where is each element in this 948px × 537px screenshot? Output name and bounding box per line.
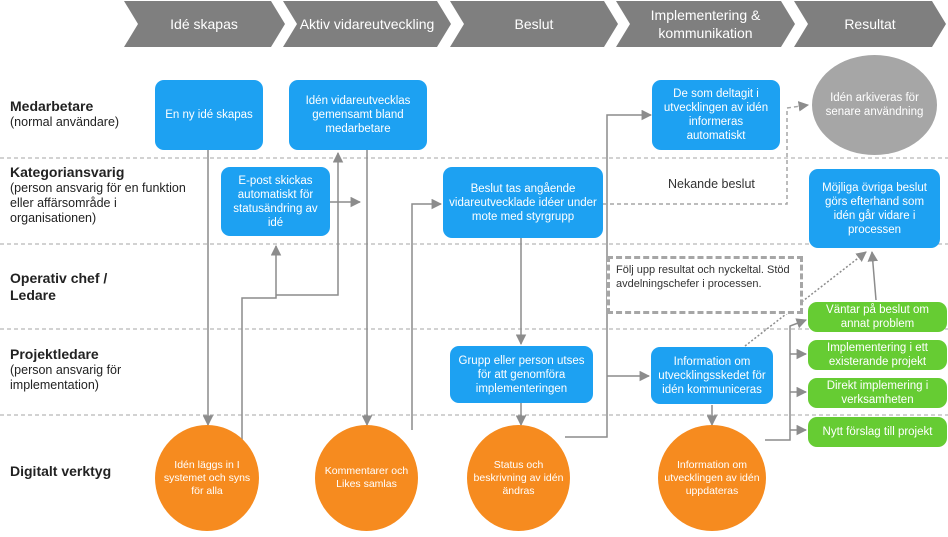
node-epost: E-post skickas automatiskt för statusänd…: [221, 167, 330, 236]
arrow-laggs-in-to-epost: [241, 244, 282, 440]
lane-subtitle: (person ansvarig för en funktion eller a…: [10, 181, 186, 225]
node-nytt-forslag: Nytt förslag till projekt: [808, 417, 947, 447]
phase-label-3: Beslut: [514, 15, 554, 32]
lane-title: Projektledare: [10, 346, 99, 362]
lane-medarbetare: Medarbetare (normal användare): [10, 98, 160, 130]
phase-label-2: Aktiv vidareutveckling: [299, 15, 435, 32]
phase-label-5: Resultat: [844, 15, 896, 32]
node-implementering-ett: Implementering i ett existerande projekt: [808, 340, 947, 370]
lane-title: Medarbetare: [10, 98, 94, 114]
node-kommentarer: Kommentarer och Likes samlas: [315, 425, 418, 531]
node-grupp: Grupp eller person utses för att genomfö…: [450, 346, 593, 403]
note-folj-upp: Följ upp resultat och nyckeltal. Stöd av…: [607, 256, 803, 314]
node-vidareutvecklas: Idén vidareutvecklas gemensamt bland med…: [289, 80, 427, 150]
lane-title: Operativ chef / Ledare: [10, 270, 108, 303]
node-ovriga-beslut: Möjliga övriga beslut görs efterhand som…: [809, 169, 940, 248]
node-info-uppdateras: Information om utvecklingen av idén uppd…: [658, 425, 766, 531]
arrow-nekande-to-arkiveras: [603, 101, 810, 205]
node-vantar: Väntar på beslut om annat problem: [808, 302, 947, 332]
phase-label-1: Idé skapas: [170, 15, 238, 32]
node-informeras: De som deltagit i utvecklingen av idén i…: [652, 80, 780, 150]
lane-kategoriansvarig: Kategoriansvarig (person ansvarig för en…: [10, 164, 200, 226]
node-laggs-in: Idén läggs in I systemet och syns för al…: [155, 425, 259, 531]
arrow-information-to-ovriga: [744, 251, 867, 347]
lane-title: Digitalt verktyg: [10, 463, 112, 479]
node-information: Information om utvecklingsskedet för idé…: [651, 347, 773, 404]
node-beslut: Beslut tas angående vidareutvecklade idé…: [443, 167, 603, 238]
phase-chevron-5: [794, 1, 946, 47]
lane-digitalt-verktyg: Digitalt verktyg: [10, 463, 160, 480]
phase-label-4: Implementering & kommunikation: [650, 6, 761, 41]
phase-chevron-3: [450, 1, 618, 47]
lane-projektledare: Projektledare (person ansvarig för imple…: [10, 346, 175, 393]
arrow-vantar-to-ovriga: [867, 250, 879, 301]
arrow-kommentarer-to-beslut: [411, 198, 443, 430]
node-arkiveras: Idén arkiveras för senare användning: [812, 55, 937, 155]
arrow-epost-to-vidareutvecklas: [276, 151, 344, 296]
phase-chevron-1: [124, 1, 285, 47]
edge-label-nekande: Nekande beslut: [668, 177, 755, 191]
node-status: Status och beskrivning av idén ändras: [467, 425, 570, 531]
lane-subtitle: (normal användare): [10, 115, 120, 129]
arrow-uppdateras-to-outcomes: [765, 318, 807, 441]
lane-operativ-chef: Operativ chef / Ledare: [10, 270, 150, 304]
lane-subtitle: (person ansvarig för implementation): [10, 363, 122, 392]
node-direkt: Direkt implemering i verksamheten: [808, 378, 947, 408]
phase-chevron-2: [283, 1, 451, 47]
node-ny-ide: En ny idé skapas: [155, 80, 263, 150]
phase-chevron-4: [616, 1, 795, 47]
lane-title: Kategoriansvarig: [10, 164, 125, 180]
